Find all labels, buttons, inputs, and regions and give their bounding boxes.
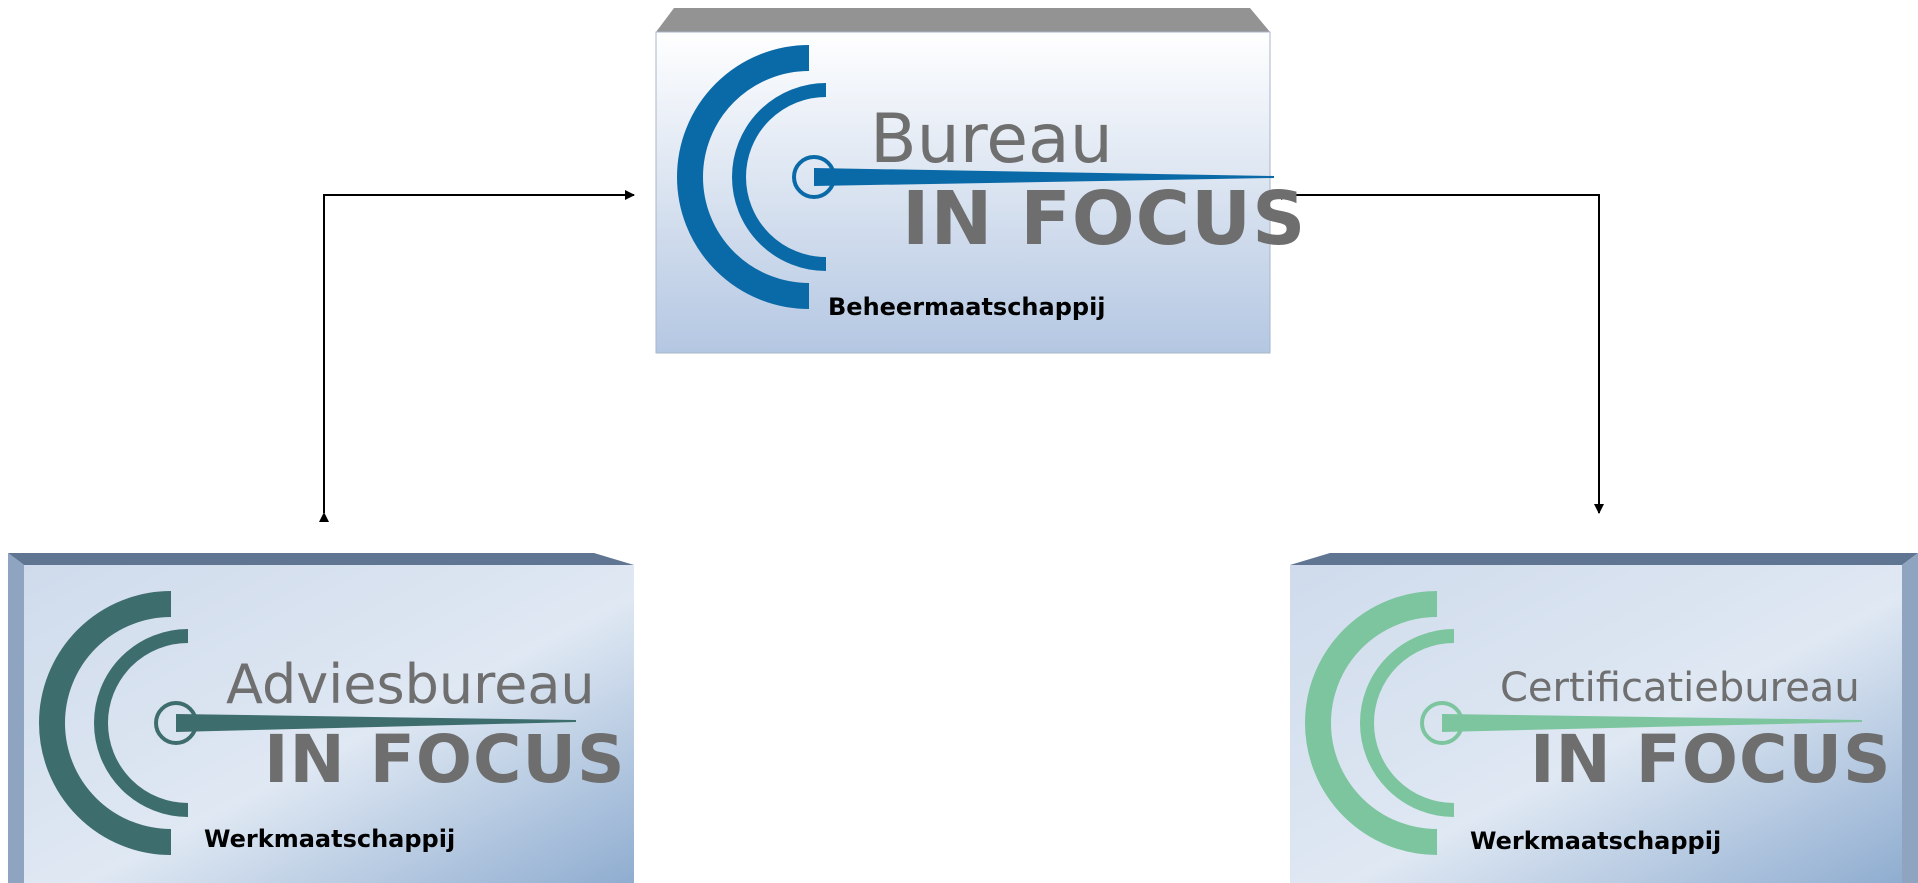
node-right-name-line2: IN FOCUS xyxy=(1530,721,1892,798)
connector-top-left xyxy=(319,190,635,522)
node-right-role: Werkmaatschappij xyxy=(1470,827,1722,855)
node-top-role: Beheermaatschappij xyxy=(828,293,1106,321)
node-top-name-line1: Bureau xyxy=(870,100,1113,179)
node-top: Bureau IN FOCUS Beheermaatschappij xyxy=(655,8,1305,354)
node-right-name-line1: Certificatiebureau xyxy=(1500,665,1860,711)
node-top-shape xyxy=(655,8,1271,354)
logo-swirl-left xyxy=(39,591,576,855)
node-left-name-line2: IN FOCUS xyxy=(264,721,626,798)
node-right: Certificatiebureau IN FOCUS Werkmaatscha… xyxy=(1290,553,1918,883)
connector-top-right xyxy=(1281,190,1604,514)
node-left: Adviesbureau IN FOCUS Werkmaatschappij xyxy=(8,553,634,883)
logo-swirl-top xyxy=(677,45,1274,309)
node-top-name-line2: IN FOCUS xyxy=(902,176,1307,262)
node-left-role: Werkmaatschappij xyxy=(204,825,456,853)
node-left-name-line1: Adviesbureau xyxy=(226,653,595,716)
logo-swirl-right xyxy=(1305,591,1862,855)
